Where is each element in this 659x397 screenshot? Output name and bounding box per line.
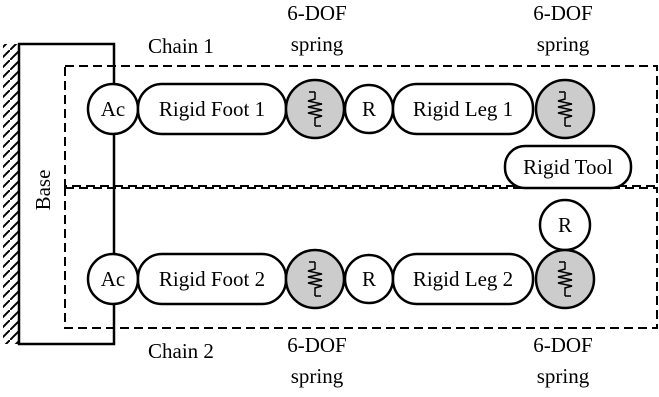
tool-revolute-label: R [558, 213, 572, 237]
spring-3-caption-line2: spring [291, 364, 344, 388]
chain-1-spring-a-icon [284, 78, 346, 140]
chain-2-foot-label: Rigid Foot 2 [159, 267, 265, 291]
base-label: Base [31, 170, 55, 211]
spring-4-caption-line2: spring [537, 364, 590, 388]
chain-1-leg-label: Rigid Leg 1 [413, 97, 513, 121]
chain-2-rigid-leg [391, 252, 535, 306]
chain-2-leg-label: Rigid Leg 2 [413, 267, 513, 291]
chain-2-box [64, 187, 658, 329]
chain-1-spring-b-icon [534, 78, 596, 140]
spring-2-caption-line1: 6-DOF [533, 1, 593, 25]
chain-2-spring-a-icon [284, 248, 346, 310]
spring-1-caption-line2: spring [291, 32, 344, 56]
chain-1-foot-label: Rigid Foot 1 [159, 97, 265, 121]
spring-1-caption-line1: 6-DOF [287, 1, 347, 25]
chain-2-spring-b-icon [534, 248, 596, 310]
ground-hatch [3, 44, 19, 344]
spring-3-caption-line1: 6-DOF [287, 333, 347, 357]
rigid-tool-label: Rigid Tool [523, 155, 613, 179]
chain-2-actuator-label: Ac [101, 267, 126, 291]
chain-1-label: Chain 1 [148, 34, 214, 58]
chain-2-revolute-label: R [362, 267, 376, 291]
chain-1-box [64, 65, 658, 187]
spring-2-caption-line2: spring [537, 32, 590, 56]
chain-1-revolute-label: R [362, 97, 376, 121]
chain-1-actuator-label: Ac [101, 97, 126, 121]
chain-2-label: Chain 2 [148, 339, 214, 363]
rigid-tool [503, 144, 633, 190]
chain-1-rigid-leg [391, 82, 535, 136]
spring-4-caption-line1: 6-DOF [533, 333, 593, 357]
